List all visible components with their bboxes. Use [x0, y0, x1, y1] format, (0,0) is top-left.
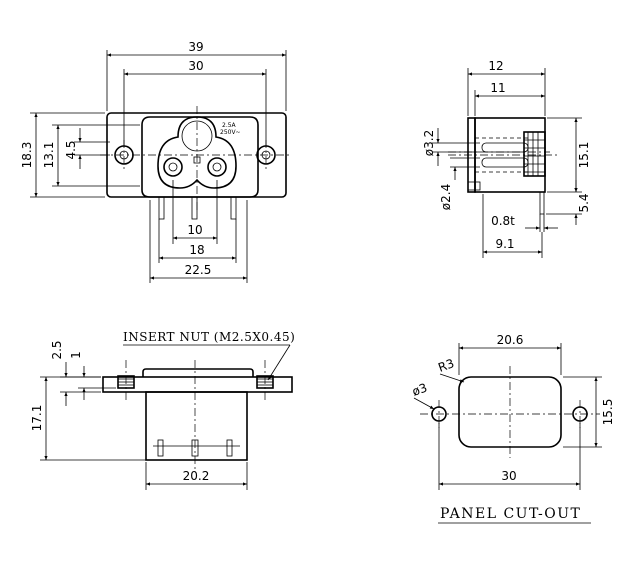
dim-pins-width: 18	[189, 243, 204, 257]
dim-pin-thickness: 0.8t	[491, 214, 515, 228]
rating-current: 2.5A	[222, 122, 237, 129]
dim-flange-thickness: 2.5	[50, 340, 64, 359]
rating-voltage: 250V~	[220, 129, 241, 136]
terminal-center	[191, 196, 198, 220]
terminal-right	[230, 196, 237, 220]
contact-pin-left	[163, 157, 183, 177]
dim-top-offset: 4.5	[64, 140, 78, 159]
inlet-socket-outline	[157, 116, 237, 189]
dim-pin-length: 5.4	[577, 193, 591, 212]
bottom-top-band	[142, 368, 254, 377]
dim-bottom-body-width: 20.2	[183, 469, 210, 483]
dim-width-total: 39	[188, 40, 203, 54]
terminal-left	[158, 196, 165, 220]
bottom-terminal-right	[226, 439, 233, 457]
side-bore-top	[481, 142, 529, 153]
dim-cutout-width: 20.6	[497, 333, 524, 347]
dim-corner-radius: R3	[436, 356, 456, 375]
dim-cutout-hole-dia: ø3	[410, 381, 429, 399]
dim-hole-dia: ø3.2	[422, 130, 436, 156]
side-contact-block	[523, 131, 546, 177]
dim-pin-dia: ø2.4	[439, 184, 453, 210]
dim-body-width: 22.5	[185, 263, 212, 277]
side-bore-bottom	[481, 157, 529, 168]
dim-flange-width: 12	[488, 59, 503, 73]
bottom-terminal-left	[157, 439, 164, 457]
dim-body-height: 13.1	[42, 142, 56, 169]
dim-nut-thickness: 1	[69, 351, 83, 359]
side-view: 12 11 ø3.2 ø2.4 15.1 5.4 0.8t	[422, 59, 591, 258]
dim-cutout-height: 15.5	[601, 399, 615, 426]
dim-pin-spacing: 10	[187, 223, 202, 237]
dim-height-total: 18.3	[20, 142, 34, 169]
dim-side-height: 15.1	[577, 142, 591, 169]
panel-cutout-view: 20.6 R3 ø3 15.5 30 PANEL CUT-OUT	[410, 333, 615, 524]
bottom-body	[145, 391, 248, 461]
side-flange-notch	[467, 181, 481, 191]
contact-pin-right	[207, 157, 227, 177]
dim-body-depth: 11	[490, 81, 505, 95]
insert-nut-note: INSERT NUT (M2.5X0.45)	[123, 330, 295, 344]
dim-overall-height: 17.1	[30, 405, 44, 432]
bottom-view: INSERT NUT (M2.5X0.45) 2.5 1 17.1 20.2	[30, 330, 295, 490]
side-pin	[539, 191, 545, 215]
front-body	[141, 116, 259, 198]
dim-pin-offset: 9.1	[495, 237, 514, 251]
dim-hole-spacing: 30	[188, 59, 203, 73]
front-view: 2.5A 250V~ 39 30 18.3 13.1	[20, 40, 292, 283]
dim-cutout-hole-spacing: 30	[501, 469, 516, 483]
cutout-title: PANEL CUT-OUT	[440, 506, 581, 522]
